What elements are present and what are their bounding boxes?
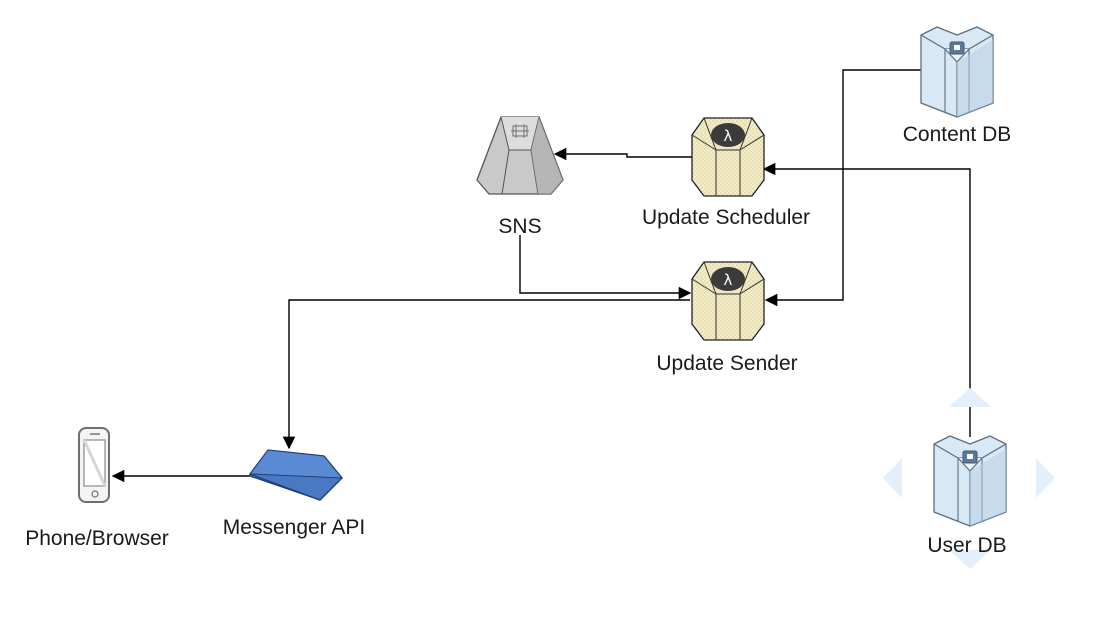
node-update-scheduler[interactable]: λ Update Scheduler (642, 117, 810, 229)
user-db-label: User DB (927, 534, 1006, 557)
node-user-db[interactable]: User DB (883, 388, 1055, 569)
edges (111, 69, 971, 483)
lambda-icon: λ (691, 261, 765, 341)
selection-arrow-up-icon[interactable] (949, 388, 991, 407)
sns-label: SNS (498, 215, 541, 238)
edge-user-db-to-scheduler (762, 162, 971, 437)
edge-sender-to-messenger-api (282, 299, 690, 450)
selection-arrows[interactable] (883, 388, 1055, 569)
phone-browser-label: Phone/Browser (25, 527, 169, 550)
selection-arrow-down-icon[interactable] (949, 550, 991, 569)
update-scheduler-label: Update Scheduler (642, 206, 810, 229)
sns-icon (476, 116, 564, 195)
node-update-sender[interactable]: λ Update Sender (656, 261, 798, 375)
messenger-api-label: Messenger API (223, 516, 365, 539)
mobile-phone-icon (78, 427, 110, 503)
svg-text:λ: λ (724, 127, 733, 145)
node-phone-browser[interactable]: Phone/Browser (25, 427, 169, 550)
node-messenger-api[interactable]: Messenger API (223, 449, 365, 539)
selection-arrow-right-icon[interactable] (1036, 458, 1055, 498)
content-db-label: Content DB (903, 123, 1012, 146)
database-icon (920, 26, 994, 118)
api-gateway-icon (249, 449, 344, 501)
node-content-db[interactable]: Content DB (903, 26, 1012, 146)
lambda-icon: λ (691, 117, 765, 197)
edge-scheduler-to-sns (553, 147, 692, 161)
svg-text:λ: λ (724, 271, 733, 289)
edge-sns-to-sender (519, 235, 692, 300)
database-icon (933, 435, 1007, 527)
selection-arrow-left-icon[interactable] (883, 458, 902, 498)
node-sns[interactable]: SNS (476, 116, 564, 238)
update-sender-label: Update Sender (656, 352, 797, 375)
edge-content-db-to-sender (764, 69, 921, 307)
